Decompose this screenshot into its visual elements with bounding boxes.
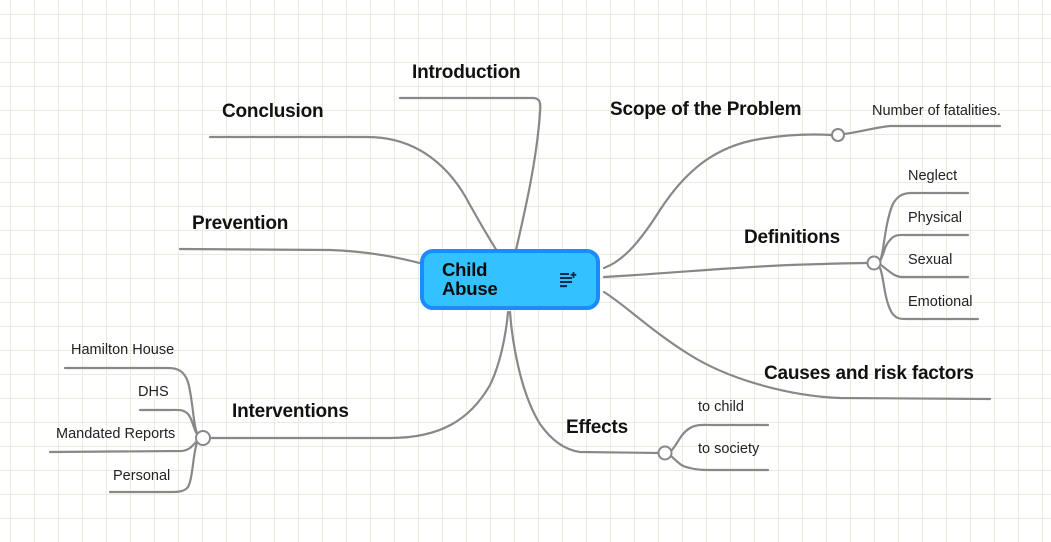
collapse-handle-interventions [195, 430, 211, 446]
collapse-handle-scope [831, 128, 845, 142]
edge-interventions-mandated [48, 439, 199, 454]
branch-label-effects[interactable]: Effects [566, 417, 628, 438]
edge-effects-to-child [669, 423, 770, 453]
leaf-label-to-child[interactable]: to child [698, 399, 744, 415]
branch-label-definitions[interactable]: Definitions [744, 227, 840, 248]
leaf-label-mandated-reports[interactable]: Mandated Reports [56, 426, 176, 442]
edge-definitions [602, 261, 870, 279]
branch-label-introduction[interactable]: Introduction [412, 62, 521, 83]
edge-effects [508, 310, 661, 455]
branch-label-conclusion[interactable]: Conclusion [222, 101, 324, 122]
branch-label-scope-of-the-problem[interactable]: Scope of the Problem [610, 99, 802, 120]
branch-label-interventions[interactable]: Interventions [232, 401, 349, 422]
leaf-label-physical[interactable]: Physical [908, 210, 962, 226]
edge-interventions-personal [108, 441, 199, 494]
branch-label-causes-and-risk-factors[interactable]: Causes and risk factors [764, 363, 974, 384]
edge-effects-to-society [669, 454, 770, 472]
leaf-label-to-society[interactable]: to society [698, 441, 760, 457]
leaf-label-hamilton-house[interactable]: Hamilton House [71, 342, 175, 358]
leaf-label-emotional[interactable]: Emotional [908, 294, 973, 310]
edge-causes [602, 290, 992, 401]
leaf-label-dhs[interactable]: DHS [138, 384, 169, 400]
leaf-label-number-of-fatalities[interactable]: Number of fatalities. [872, 103, 1001, 119]
leaf-label-personal[interactable]: Personal [113, 468, 171, 484]
edge-interventions-hamilton [63, 366, 199, 435]
edge-definitions-sexual [879, 263, 970, 279]
edge-conclusion [208, 135, 499, 253]
note-add-icon[interactable] [560, 271, 578, 288]
edge-definitions-physical [878, 233, 970, 263]
edge-interventions-dhs [138, 408, 199, 436]
leaf-label-sexual[interactable]: Sexual [908, 252, 953, 268]
edge-interventions [208, 310, 510, 440]
root-node-label: Child Abuse [442, 259, 498, 299]
collapse-handle-definitions [866, 255, 882, 271]
root-node[interactable]: Child Abuse [420, 249, 600, 310]
collapse-handle-effects [657, 445, 673, 461]
edge-scope-child [842, 124, 1002, 136]
edge-definitions-emotional [878, 266, 980, 321]
branch-label-prevention[interactable]: Prevention [192, 213, 289, 234]
edge-definitions-neglect [878, 191, 970, 263]
leaf-label-neglect[interactable]: Neglect [908, 168, 958, 184]
edge-introduction [398, 96, 542, 252]
edge-scope [602, 133, 834, 270]
